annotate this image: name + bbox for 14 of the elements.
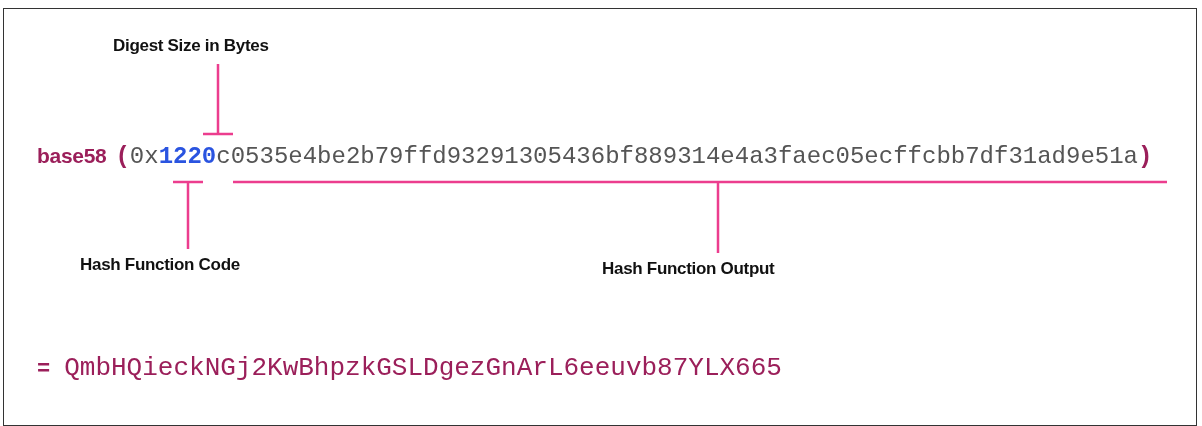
leader-line [231, 180, 1169, 255]
callout-label: Digest Size in Bytes [113, 36, 269, 56]
callout-label: Hash Function Code [80, 255, 240, 275]
parenthesis: ( [115, 143, 130, 170]
encoding-name: base58 [37, 144, 107, 168]
leader-line [171, 180, 205, 251]
base58-hash: QmbHQieckNGj2KwBhpzkGSLDgezGnArL6eeuvb87YLX665 [64, 353, 782, 383]
leader-line [201, 62, 235, 136]
callout-label: Hash Function Output [602, 259, 775, 279]
equals-sign: = [37, 357, 51, 382]
hex-prefix: 0x [129, 143, 159, 170]
hash-digest: c0535e4be2b79ffd93291305436bf889314e4a3faec05ecffcbb7df31ad9e51a [216, 143, 1138, 170]
multihash-prefix: 1220 [158, 143, 217, 170]
parenthesis: ) [1138, 143, 1153, 170]
